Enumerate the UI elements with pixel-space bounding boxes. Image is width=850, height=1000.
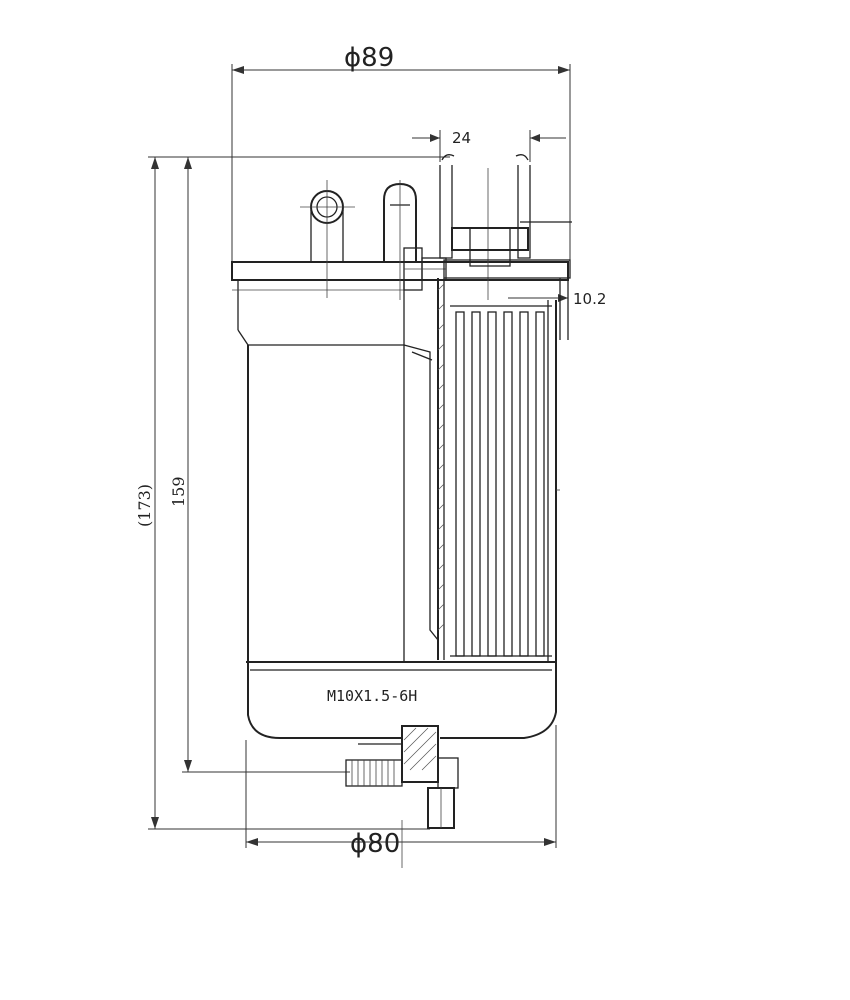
port-width-label: 24 (452, 129, 471, 147)
bottom-diameter-dimension: ϕ80 (245, 725, 557, 868)
drain-fitting (345, 725, 459, 829)
flange-offset-dimension: 10.2 (508, 290, 606, 308)
flange-offset-label: 10.2 (573, 290, 606, 308)
outer-height-label: (173) (135, 484, 154, 527)
top-diameter-dimension: ϕ89 (231, 43, 571, 262)
inner-height-dimension: 159 (169, 157, 350, 773)
bleed-screw (403, 247, 447, 291)
filter-element-section (403, 278, 560, 662)
port-width-dimension: 24 (412, 129, 566, 162)
inner-height-label: 159 (169, 476, 188, 507)
filter-bowl: M10X1.5-6H (246, 344, 557, 739)
outer-height-dimension: (173) (135, 156, 450, 830)
inlet-port-right (383, 180, 417, 300)
outlet-fitting (439, 154, 572, 340)
bottom-diameter-label: ϕ80 (350, 829, 400, 859)
thread-spec-label: M10X1.5-6H (327, 687, 417, 705)
inlet-port-left (300, 180, 355, 298)
top-diameter-label: ϕ89 (344, 43, 394, 73)
